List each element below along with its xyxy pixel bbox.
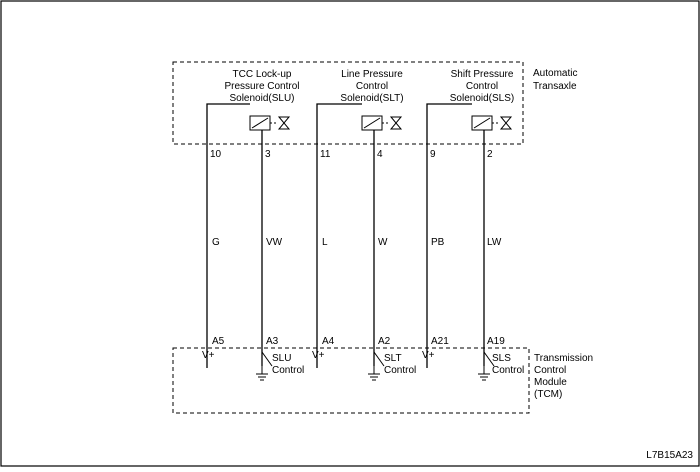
solenoid-slu-wire-color-power: G	[212, 237, 220, 248]
solenoid-slt-pin-power: 11	[320, 149, 331, 160]
solenoid-slt-pin-signal: 4	[377, 149, 383, 160]
tcm-slt-switch-icon	[373, 351, 385, 367]
tcm-label-line-1: Transmission	[534, 353, 593, 364]
tcm-label-line-2: Control	[534, 365, 566, 376]
transaxle-label-line-1: Automatic	[533, 68, 577, 79]
solenoid-slu-power-wire	[206, 103, 250, 368]
solenoid-sls-name-line-1: Shift Pressure	[451, 69, 514, 80]
solenoid-slt-name-line-1: Line Pressure	[341, 69, 403, 80]
tcm-pin-a5: A5	[212, 336, 225, 347]
solenoid-sls-name-line-3: Solenoid(SLS)	[450, 93, 514, 104]
tcm-slu-control-line-2: Control	[272, 365, 304, 376]
solenoid-slt-name-line-3: Solenoid(SLT)	[340, 93, 403, 104]
solenoid-sls-wire-color-power: PB	[431, 237, 445, 248]
solenoid-slu-wire-color-signal: VW	[266, 237, 283, 248]
tcm-slu-power-label: V+	[202, 350, 215, 361]
solenoid-slu-coil-icon	[249, 115, 291, 131]
solenoid-slu-circuit: TCC Lock-up Pressure Control Solenoid(SL…	[202, 69, 304, 381]
tcm-slt-control-line-1: SLT	[384, 353, 402, 364]
tcm-slt-ground-icon	[368, 366, 380, 381]
tcm-sls-control-line-1: SLS	[492, 353, 511, 364]
solenoid-slu-name-line-2: Pressure Control	[224, 81, 299, 92]
solenoid-slt-coil-icon	[361, 115, 403, 131]
tcm-slt-power-label: V+	[312, 350, 325, 361]
solenoid-slu-name-line-1: TCC Lock-up	[233, 69, 292, 80]
tcm-slu-switch-icon	[261, 351, 273, 367]
tcm-pin-a4: A4	[322, 336, 335, 347]
solenoid-sls-power-wire	[426, 103, 472, 368]
tcm-pin-a3: A3	[266, 336, 279, 347]
solenoid-slu-pin-power: 10	[210, 149, 222, 160]
solenoid-sls-pin-signal: 2	[487, 149, 493, 160]
tcm-sls-switch-icon	[483, 351, 495, 367]
tcm-label-line-3: Module	[534, 377, 567, 388]
solenoid-sls-coil-icon	[471, 115, 513, 131]
tcm-sls-power-label: V+	[422, 350, 435, 361]
solenoid-slt-circuit: Line Pressure Control Solenoid(SLT) 11 4…	[312, 69, 416, 381]
tcm-pin-a19: A19	[487, 336, 505, 347]
solenoid-slt-power-wire	[316, 103, 362, 368]
figure-id: L7B15A23	[646, 450, 693, 461]
tcm-slu-control-line-1: SLU	[272, 353, 291, 364]
solenoid-sls-wire-color-signal: LW	[487, 237, 502, 248]
solenoid-slu-name-line-3: Solenoid(SLU)	[229, 93, 294, 104]
tcm-sls-control-line-2: Control	[492, 365, 524, 376]
tcm-pin-a21: A21	[431, 336, 449, 347]
solenoid-sls-pin-power: 9	[430, 149, 436, 160]
solenoid-slu-pin-signal: 3	[265, 149, 271, 160]
tcm-slu-ground-icon	[256, 366, 268, 381]
tcm-box	[172, 347, 530, 414]
solenoid-slt-wire-color-signal: W	[378, 237, 388, 248]
solenoid-sls-name-line-2: Control	[466, 81, 498, 92]
transaxle-label-line-2: Transaxle	[533, 81, 577, 92]
tcm-pin-a2: A2	[378, 336, 391, 347]
tcm-sls-ground-icon	[478, 366, 490, 381]
tcm-slt-control-line-2: Control	[384, 365, 416, 376]
transaxle-box	[172, 61, 524, 145]
solenoid-sls-circuit: Shift Pressure Control Solenoid(SLS) 9 2…	[422, 69, 524, 381]
solenoid-slt-wire-color-power: L	[322, 237, 328, 248]
solenoid-slt-name-line-2: Control	[356, 81, 388, 92]
tcm-label-line-4: (TCM)	[534, 389, 562, 400]
